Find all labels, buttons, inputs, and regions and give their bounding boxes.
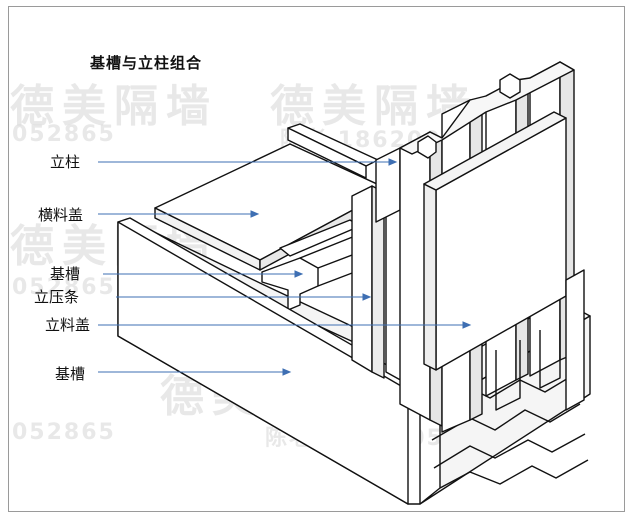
base-channel-rear-lip xyxy=(287,127,367,179)
channel-rib-1 xyxy=(299,235,356,259)
leader-horizontal-cover-arrow xyxy=(250,210,260,218)
base-channel-front-face xyxy=(117,221,409,505)
vertical-cover-edge xyxy=(423,183,437,371)
label-base-channel-lower: 基槽 xyxy=(55,365,86,383)
vertical-cover-top xyxy=(423,111,567,191)
leader-vertical-cover-arrow xyxy=(462,321,472,329)
label-horizontal-cover: 横料盖 xyxy=(38,206,84,224)
column-lower-right xyxy=(565,269,585,411)
vertical-pressure-strip-face xyxy=(351,185,373,373)
leader-base-channel-lower-arrow xyxy=(282,368,292,376)
leader-base-channel-upper-arrow xyxy=(294,270,304,278)
diagram-title: 基槽与立柱组合 xyxy=(90,54,203,72)
channel-clip xyxy=(261,257,319,311)
leader-pressure-strip-arrow xyxy=(362,293,372,301)
column-back-flange xyxy=(375,147,401,223)
label-base-channel-upper: 基槽 xyxy=(50,265,81,283)
label-pressure-strip: 立压条 xyxy=(34,288,80,306)
base-extrusion-rib-4 xyxy=(439,459,589,489)
label-vertical-cover: 立料盖 xyxy=(45,316,91,334)
column-top-clip-2 xyxy=(417,135,437,159)
column-lower-grooves xyxy=(495,340,521,411)
column-top-clip xyxy=(499,73,521,99)
label-column: 立柱 xyxy=(50,153,81,171)
base-extrusion-rib-3 xyxy=(433,433,586,469)
column-top-cap xyxy=(399,61,575,155)
column-lower-grooves-2 xyxy=(539,320,561,389)
leader-column-arrow xyxy=(388,158,398,166)
